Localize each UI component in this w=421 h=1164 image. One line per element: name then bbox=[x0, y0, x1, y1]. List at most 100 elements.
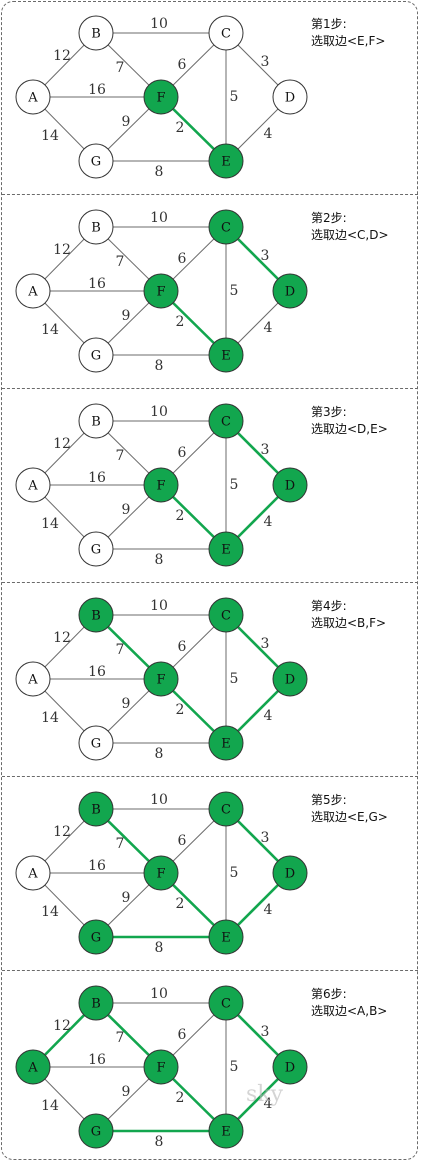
node-d bbox=[272, 661, 308, 697]
edge-weight-g-e: 8 bbox=[155, 746, 164, 762]
edge-weight-a-f: 16 bbox=[88, 664, 106, 680]
edge-weight-b-c: 10 bbox=[150, 210, 168, 226]
node-b bbox=[78, 985, 114, 1021]
node-label-a: A bbox=[27, 479, 38, 494]
node-label-b: B bbox=[91, 997, 101, 1012]
node-a bbox=[15, 855, 51, 891]
edge-weight-a-b: 12 bbox=[53, 242, 71, 258]
node-label-f: F bbox=[156, 673, 165, 688]
step-caption: 第3步: 选取边<D,E> bbox=[311, 404, 388, 438]
edge-weight-c-e: 5 bbox=[230, 477, 239, 493]
node-label-c: C bbox=[221, 415, 231, 430]
node-g bbox=[78, 531, 114, 567]
edge-weight-d-e: 4 bbox=[264, 126, 273, 142]
node-label-e: E bbox=[221, 737, 231, 752]
edge-weight-f-g: 9 bbox=[122, 502, 131, 518]
edge-weight-g-e: 8 bbox=[155, 940, 164, 956]
node-d bbox=[272, 467, 308, 503]
node-c bbox=[208, 209, 244, 245]
step-separator bbox=[2, 194, 418, 195]
edge-weight-a-g: 14 bbox=[41, 322, 59, 338]
step-title: 第1步: bbox=[311, 17, 347, 31]
step-description: 选取边<D,E> bbox=[311, 422, 388, 436]
node-b bbox=[78, 209, 114, 245]
edge-weight-d-e: 4 bbox=[264, 902, 273, 918]
edge-weight-a-b: 12 bbox=[53, 48, 71, 64]
node-label-c: C bbox=[221, 803, 231, 818]
step-title: 第6步: bbox=[311, 987, 347, 1001]
node-label-c: C bbox=[221, 221, 231, 236]
edge-weight-a-b: 12 bbox=[53, 1018, 71, 1034]
edge-weight-b-f: 7 bbox=[116, 836, 125, 852]
edge-weight-a-f: 16 bbox=[88, 82, 106, 98]
node-d bbox=[272, 273, 308, 309]
node-f bbox=[143, 855, 179, 891]
node-label-g: G bbox=[91, 349, 101, 364]
node-label-b: B bbox=[91, 415, 101, 430]
step-caption: 第1步: 选取边<E,F> bbox=[311, 16, 385, 50]
step-caption: 第6步: 选取边<A,B> bbox=[311, 986, 387, 1020]
node-f bbox=[143, 661, 179, 697]
edge-weight-g-e: 8 bbox=[155, 164, 164, 180]
step-description: 选取边<C,D> bbox=[311, 228, 389, 242]
node-e bbox=[208, 1113, 244, 1149]
node-e bbox=[208, 919, 244, 955]
node-label-b: B bbox=[91, 609, 101, 624]
edge-weight-f-e: 2 bbox=[176, 120, 185, 136]
edge-weight-c-e: 5 bbox=[230, 1059, 239, 1075]
edge-weight-f-e: 2 bbox=[176, 314, 185, 330]
edge-weight-b-f: 7 bbox=[116, 254, 125, 270]
step-separator bbox=[2, 388, 418, 389]
edge-weight-c-e: 5 bbox=[230, 671, 239, 687]
node-g bbox=[78, 919, 114, 955]
edge-weight-a-g: 14 bbox=[41, 516, 59, 532]
step-separator bbox=[2, 582, 418, 583]
node-label-c: C bbox=[221, 997, 231, 1012]
edge-weight-f-e: 2 bbox=[176, 702, 185, 718]
edge-weight-f-c: 6 bbox=[178, 57, 187, 73]
edge-weight-f-g: 9 bbox=[122, 308, 131, 324]
node-label-a: A bbox=[27, 1061, 38, 1076]
node-c bbox=[208, 791, 244, 827]
node-label-d: D bbox=[285, 673, 295, 688]
edge-weight-g-e: 8 bbox=[155, 358, 164, 374]
edge-weight-a-f: 16 bbox=[88, 858, 106, 874]
node-d bbox=[272, 79, 308, 115]
step-caption: 第2步:选取边<C,D> bbox=[311, 210, 389, 244]
node-label-g: G bbox=[91, 543, 101, 558]
step-title: 第3步: bbox=[311, 405, 347, 419]
node-g bbox=[78, 143, 114, 179]
node-a bbox=[15, 273, 51, 309]
node-label-e: E bbox=[221, 1125, 231, 1140]
step-separator bbox=[2, 776, 418, 777]
edge-weight-b-c: 10 bbox=[150, 404, 168, 420]
edge-weight-c-e: 5 bbox=[230, 865, 239, 881]
edge-weight-a-g: 14 bbox=[41, 1098, 59, 1114]
step-title: 第5步: bbox=[311, 793, 347, 807]
node-c bbox=[208, 597, 244, 633]
node-b bbox=[78, 403, 114, 439]
node-label-g: G bbox=[91, 1125, 101, 1140]
step-description: 选取边<B,F> bbox=[311, 616, 387, 630]
edge-weight-f-c: 6 bbox=[178, 445, 187, 461]
node-label-c: C bbox=[221, 27, 231, 42]
node-label-a: A bbox=[27, 673, 38, 688]
step-description: 选取边<E,F> bbox=[311, 34, 386, 48]
step-description: 选取边<A,B> bbox=[311, 1004, 388, 1018]
edge-weight-f-e: 2 bbox=[176, 896, 185, 912]
edge-weight-a-f: 16 bbox=[88, 276, 106, 292]
edge-weight-a-g: 14 bbox=[41, 904, 59, 920]
node-b bbox=[78, 791, 114, 827]
node-label-d: D bbox=[285, 479, 295, 494]
edge-weight-c-e: 5 bbox=[230, 89, 239, 105]
node-label-d: D bbox=[285, 91, 295, 106]
node-label-e: E bbox=[221, 931, 231, 946]
edge-weight-f-g: 9 bbox=[122, 114, 131, 130]
